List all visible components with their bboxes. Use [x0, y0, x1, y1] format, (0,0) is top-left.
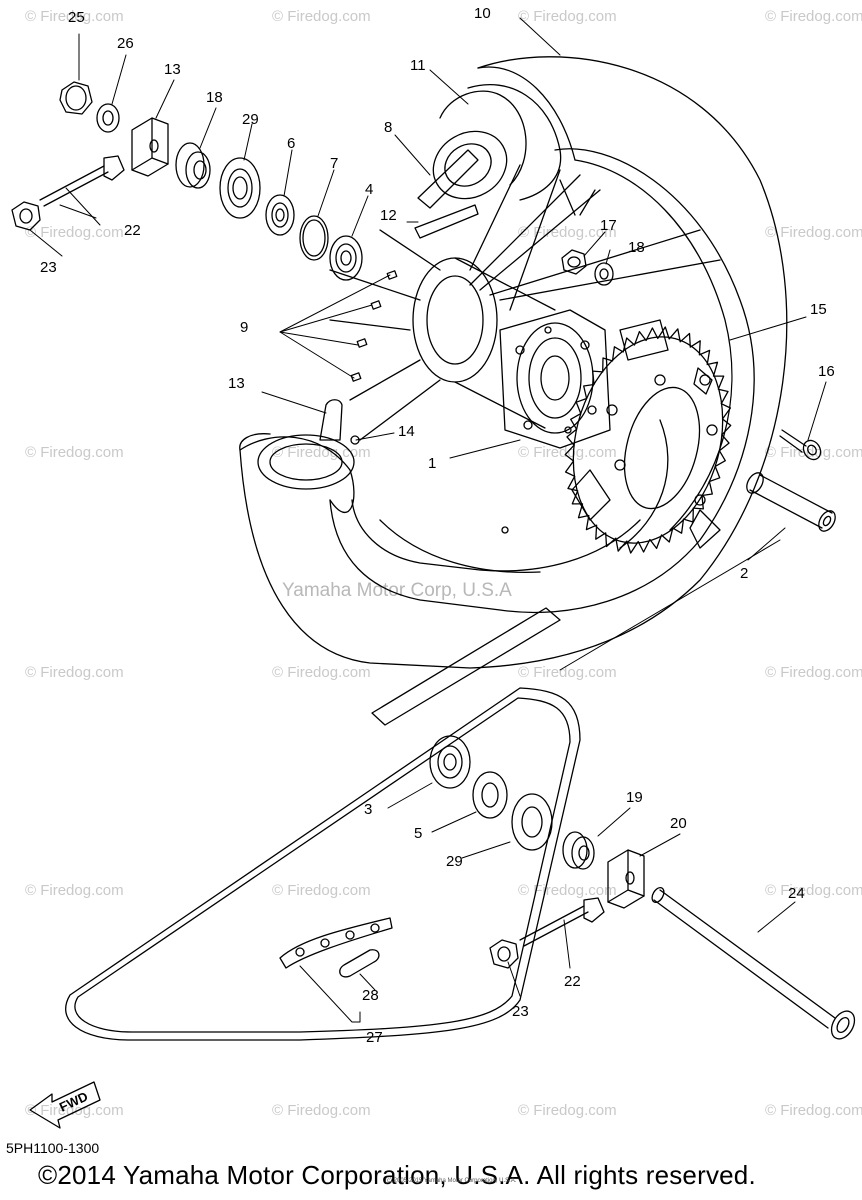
ref-number: 29 [242, 111, 259, 128]
sprocket [564, 319, 732, 554]
copyright-notice: ©2014 Yamaha Motor Corporation, U.S.A. A… [38, 1160, 756, 1190]
oil-seal [219, 157, 261, 219]
watermark: © Firedog.com [518, 882, 617, 899]
ref-number: 23 [40, 259, 57, 276]
rim-lock [414, 204, 479, 239]
ref-number: 2 [740, 565, 748, 582]
valve [319, 399, 360, 445]
watermark: © Firedog.com [25, 882, 124, 899]
watermark: © Firedog.com [518, 1102, 617, 1119]
ref-number: 12 [380, 207, 397, 224]
ref-number: 3 [364, 801, 372, 818]
master-link [339, 949, 380, 978]
collar [746, 472, 836, 532]
spacer [472, 771, 508, 819]
sprocket-bolt [779, 429, 822, 461]
ref-number: 14 [398, 423, 415, 440]
collar [562, 831, 595, 870]
watermark: © Firedog.com [25, 1102, 124, 1119]
circlip [299, 215, 329, 261]
ref-number: 22 [564, 973, 581, 990]
watermark: © Firedog.com [272, 8, 371, 25]
ref-number: 20 [670, 815, 687, 832]
ref-number: 18 [628, 239, 645, 256]
locknut [11, 201, 41, 231]
adjuster-plate [607, 849, 645, 909]
watermark: © Firedog.com [272, 882, 371, 899]
chain-section [279, 917, 393, 969]
ref-number: 10 [474, 5, 491, 22]
watermark: © Firedog.com [25, 664, 124, 681]
adjuster-bolt [519, 897, 605, 947]
adjuster-bolt [39, 155, 125, 207]
nut [561, 249, 587, 275]
watermark: © Firedog.com [765, 444, 862, 461]
ref-number: 9 [240, 319, 248, 336]
ref-number: 13 [164, 61, 181, 78]
watermark: © Firedog.com [25, 444, 124, 461]
watermark: © Firedog.com [765, 882, 862, 899]
adjuster-plate [131, 117, 169, 177]
ref-number: 28 [362, 987, 379, 1004]
axle [651, 886, 856, 1040]
reference-numbers: 25 26 13 18 29 6 7 4 8 12 11 10 22 23 9 … [40, 5, 835, 1046]
chain-loop [65, 687, 581, 1041]
guide-line [371, 607, 561, 726]
watermark: © Firedog.com [518, 8, 617, 25]
ref-number: 15 [810, 301, 827, 318]
ref-number: 7 [330, 155, 338, 172]
ref-number: 23 [512, 1003, 529, 1020]
ref-number: 16 [818, 363, 835, 380]
watermark: © Firedog.com [25, 8, 124, 25]
spokes [329, 164, 721, 441]
rim-band [417, 149, 479, 209]
tire [239, 56, 788, 669]
credit-text: Yamaha Motor Corp, U.S.A [282, 580, 512, 601]
watermark: © Firedog.com [765, 1102, 862, 1119]
ref-number: 6 [287, 135, 295, 152]
ref-number: 18 [206, 89, 223, 106]
fine-print: (c) 2005-2015 Yamaha Motor Corporation, … [385, 1178, 517, 1184]
watermark: © Firedog.com [272, 664, 371, 681]
bearing [429, 735, 471, 789]
ref-number: 1 [428, 455, 436, 472]
ref-number: 13 [228, 375, 245, 392]
washer [594, 262, 614, 286]
ref-number: 19 [626, 789, 643, 806]
ref-number: 11 [410, 57, 426, 74]
ref-number: 25 [68, 9, 85, 26]
ref-number: 26 [117, 35, 134, 52]
ref-number: 5 [414, 825, 422, 842]
collar [175, 142, 211, 189]
watermark: © Firedog.com [272, 1102, 371, 1119]
washer [96, 103, 120, 133]
diagram-code: 5PH1100-1300 [6, 1140, 100, 1156]
bearing [329, 235, 363, 281]
watermark: © Firedog.com [765, 664, 862, 681]
ref-number: 24 [788, 885, 805, 902]
leader-lines [29, 17, 827, 1023]
fwd-label: FWD [57, 1089, 90, 1115]
ref-number: 4 [365, 181, 373, 198]
axle-nut [59, 81, 93, 115]
watermark: © Firedog.com [272, 444, 371, 461]
spoke-nipples [350, 270, 398, 382]
ref-number: 17 [600, 217, 617, 234]
forward-arrow-icon: FWD [29, 1081, 101, 1129]
ref-number: 27 [366, 1029, 383, 1046]
watermark: © Firedog.com [518, 664, 617, 681]
bearing [265, 194, 295, 236]
watermark: © Firedog.com [25, 224, 124, 241]
watermark: © Firedog.com [765, 224, 862, 241]
watermark: © Firedog.com [518, 224, 617, 241]
hub [412, 257, 611, 449]
ref-number: 8 [384, 119, 392, 136]
tube [432, 83, 562, 201]
locknut [489, 939, 519, 969]
oil-seal [511, 793, 553, 851]
watermark: © Firedog.com [765, 8, 862, 25]
ref-number: 22 [124, 222, 141, 239]
ref-number: 29 [446, 853, 463, 870]
